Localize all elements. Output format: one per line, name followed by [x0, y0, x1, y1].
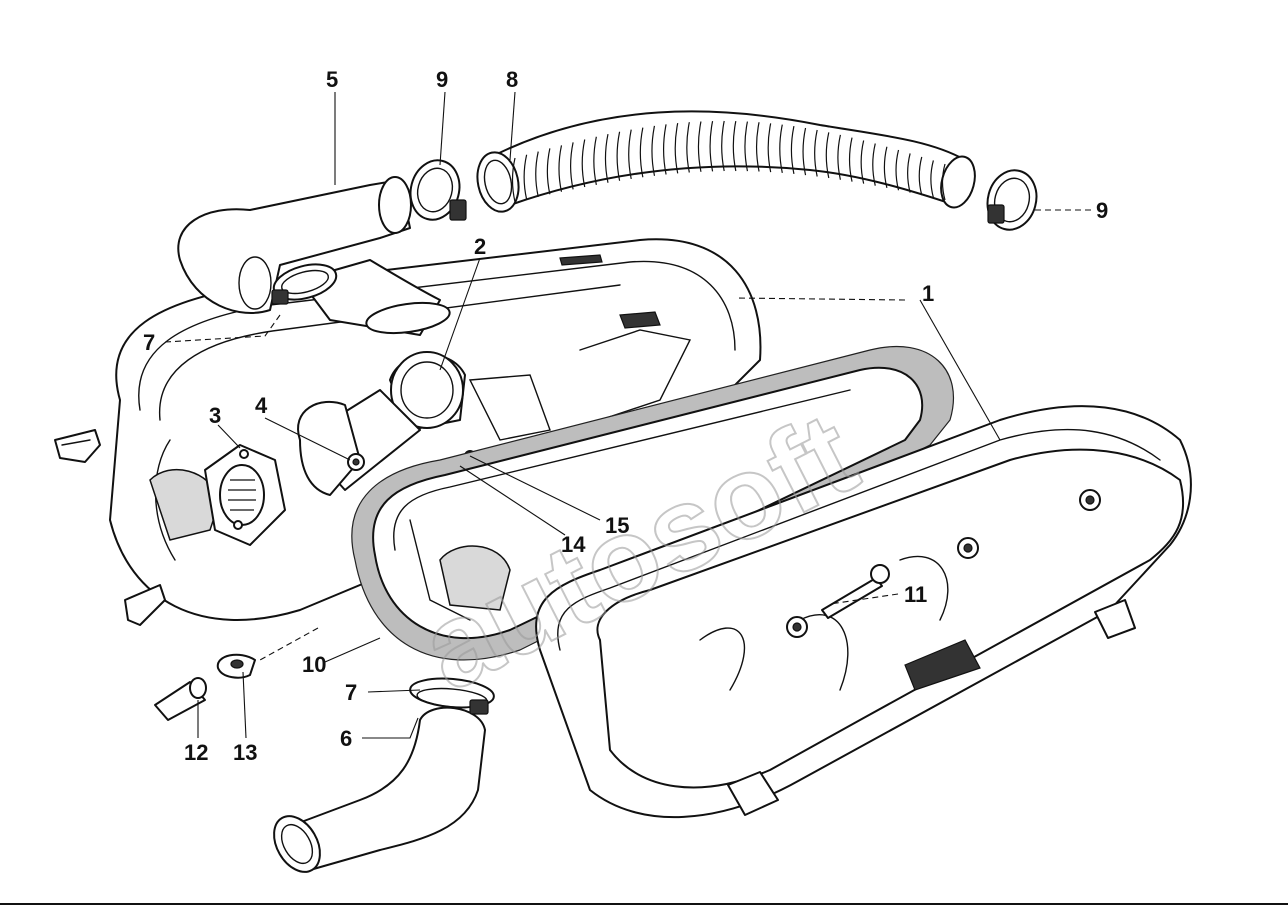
- callout-6: 6: [340, 726, 352, 751]
- hose-rib: [523, 154, 528, 200]
- callout-1: 1: [922, 281, 934, 306]
- hose-rib: [581, 139, 586, 188]
- callout-9-top: 9: [436, 67, 448, 92]
- hose-rib: [732, 120, 737, 172]
- hose-rib: [790, 126, 795, 175]
- hose-rib: [662, 124, 667, 175]
- hose-rib: [709, 120, 714, 172]
- callout-11: 11: [904, 582, 927, 607]
- callouts: 1 2 3 4 5 6 7 7 8 9 9 10 11 12 13 14 15: [143, 67, 1108, 765]
- sensor-plug: [154, 677, 207, 721]
- callout-4: 4: [255, 393, 268, 418]
- hose-rib: [837, 134, 841, 180]
- housing-cover: [535, 405, 1192, 819]
- hose-rib: [686, 122, 690, 173]
- hose-rib: [674, 123, 679, 174]
- callout-14: 14: [561, 532, 586, 557]
- callout-9-right: 9: [1096, 198, 1108, 223]
- bolt: [821, 564, 890, 619]
- callout-10: 10: [302, 652, 326, 677]
- hose-rib: [651, 125, 656, 176]
- gasket-plate: [204, 444, 286, 546]
- hose-rib: [860, 140, 865, 184]
- hose-clamp: [409, 159, 467, 221]
- callout-15: 15: [605, 513, 629, 538]
- callout-7-bottom: 7: [345, 680, 357, 705]
- hose-rib: [755, 122, 760, 172]
- hose-rib: [721, 120, 725, 172]
- hose-rib: [895, 149, 900, 191]
- hose-rib: [930, 160, 934, 198]
- hose-rib: [883, 146, 888, 189]
- hose-rib: [802, 127, 807, 176]
- corrugated-hose: [476, 110, 976, 213]
- hose-rib: [814, 129, 818, 177]
- hose-rib: [697, 121, 702, 172]
- leader-lines: [164, 91, 1092, 739]
- hex-nut: [347, 453, 365, 471]
- hose-rib: [918, 156, 923, 196]
- hose-clamp: [986, 169, 1038, 231]
- air-cleaner-housing: [54, 238, 762, 626]
- callout-7-top: 7: [143, 330, 155, 355]
- hose-rib: [604, 134, 609, 183]
- hose-clamp: [271, 263, 338, 305]
- hose-rib: [628, 129, 632, 180]
- hose-rib: [767, 123, 772, 173]
- hose-rib: [825, 132, 830, 179]
- hose-rib: [535, 151, 539, 197]
- callout-8: 8: [506, 67, 518, 92]
- hose-rib: [848, 137, 853, 182]
- hose-rib: [779, 124, 783, 174]
- hose-rib: [511, 157, 516, 203]
- outlet-elbow: [273, 706, 486, 873]
- hose-rib: [639, 127, 644, 178]
- hose-rib: [558, 145, 563, 192]
- callout-3: 3: [209, 403, 221, 428]
- hose-rib: [616, 131, 621, 181]
- hose-rib: [744, 121, 749, 172]
- hose-clamp: [409, 677, 495, 715]
- filter-element: [351, 345, 955, 661]
- hose-rib: [593, 136, 597, 185]
- inlet-flange: [297, 351, 466, 496]
- hose-rib: [907, 153, 911, 193]
- hose-rib: [941, 163, 946, 201]
- hose-rib: [546, 148, 551, 195]
- hose-rib: [570, 142, 574, 190]
- callout-2: 2: [474, 234, 486, 259]
- hose-rib: [872, 143, 876, 186]
- callout-5: 5: [326, 67, 338, 92]
- callout-12: 12: [184, 740, 208, 765]
- callout-13: 13: [233, 740, 257, 765]
- grommet: [216, 653, 256, 679]
